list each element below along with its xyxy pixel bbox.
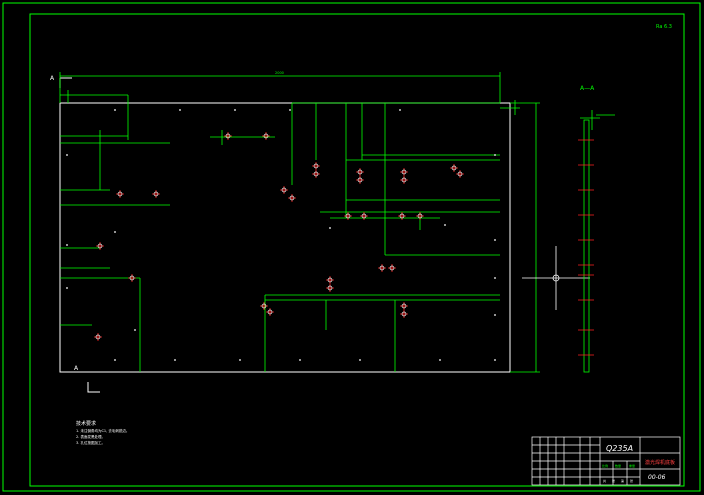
roughness-mark: Ra 6.3 — [656, 24, 672, 30]
svg-text:2000: 2000 — [275, 71, 284, 75]
section-marker-bottom — [87, 382, 100, 393]
title-block — [531, 436, 681, 486]
dimension-lines — [59, 72, 540, 373]
dimension-labels: 2000 — [275, 71, 284, 75]
section-letter-bottom: A — [74, 365, 79, 372]
section-view-holes — [578, 139, 594, 356]
center-crosshair — [522, 246, 590, 310]
section-view — [580, 110, 615, 373]
material-label: Q235A — [606, 444, 633, 453]
section-letter-top: A — [50, 75, 55, 82]
note-1: 1. 未注倒角均为C1, 去毛刺锐边。 — [76, 428, 129, 433]
note-3: 3. 孔位按图加工。 — [76, 440, 105, 445]
notes-title: 技术要求 — [76, 420, 96, 427]
inner-border — [29, 13, 685, 487]
sheet-cell-2: 张 — [612, 478, 615, 483]
plate-view — [59, 102, 511, 373]
scale-cell-1: 比例 — [602, 463, 608, 468]
part-name: 激光焊机底板 — [645, 459, 675, 466]
hole-circles — [95, 133, 463, 340]
reference-dots — [66, 109, 496, 361]
scale-cell-2: 数量 — [615, 463, 621, 468]
section-view-title: A—A — [580, 85, 595, 92]
hole-crosshairs — [94, 132, 464, 341]
drawing-number: 00-06 — [648, 474, 666, 481]
scale-cell-3: 重量 — [629, 463, 635, 468]
sheet-cell-4: 张 — [630, 478, 633, 483]
note-2: 2. 表面发黑处理。 — [76, 434, 105, 439]
sheet-cell-1: 共 — [603, 478, 606, 483]
sheet-cell-3: 第 — [621, 478, 624, 483]
